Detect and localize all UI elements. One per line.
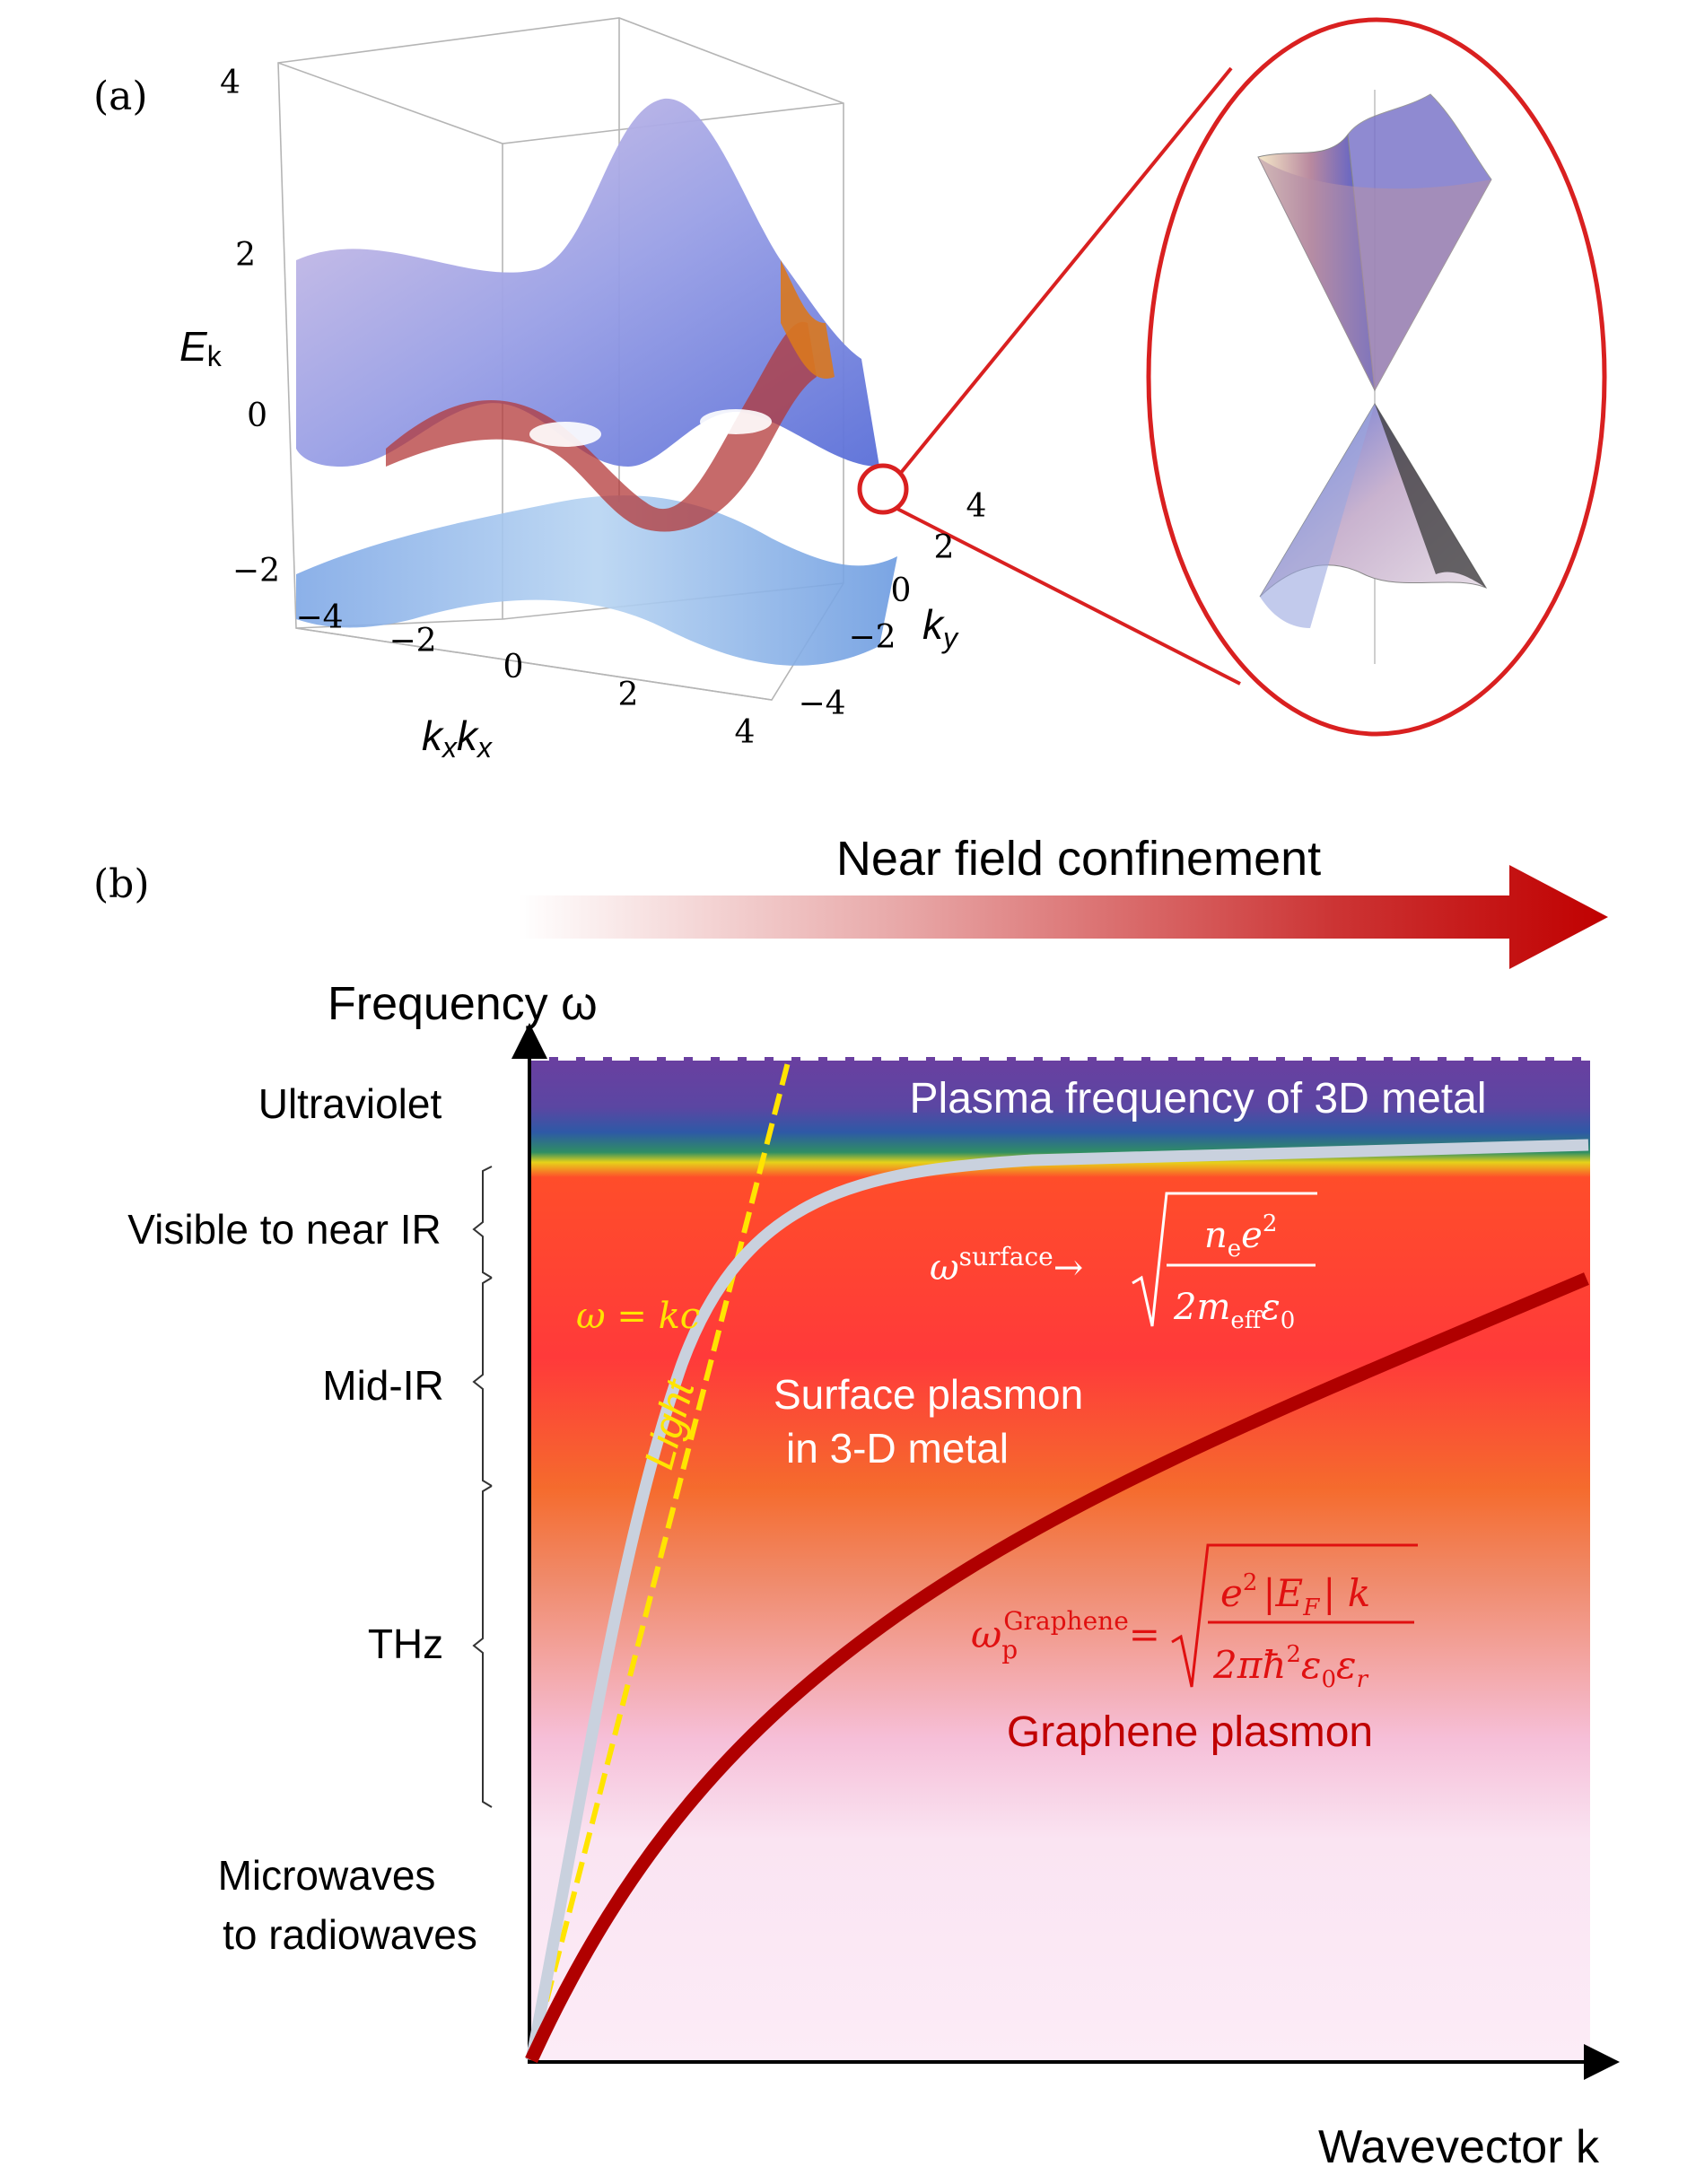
x-tick: 4 xyxy=(735,714,756,751)
x-tick: 2 xyxy=(618,677,639,713)
x-axis-label: kxkx xyxy=(422,712,493,764)
y-axis-title: Frequency ω xyxy=(328,978,598,1030)
band-braces xyxy=(472,1166,493,1808)
x-tick: −4 xyxy=(295,599,343,636)
graphene-plasmon-curve xyxy=(525,1272,1589,2064)
zoom-marker xyxy=(857,463,909,515)
y-tick: 2 xyxy=(934,529,955,566)
x-ticks: −4 −2 0 2 4 xyxy=(295,599,755,751)
z-tick: −2 xyxy=(232,553,280,590)
y-tick: 4 xyxy=(966,488,987,525)
x-tick: −2 xyxy=(389,623,436,660)
panel-b: (b) Near field confinement Plasma freque… xyxy=(93,832,1620,2173)
y-ticks: 4 2 0 −2 −4 xyxy=(798,488,986,722)
svg-text:ωsurface→: ωsurface→ xyxy=(930,1242,1083,1289)
graphene-equation: ωpGraphene= e2|EF| k 2πħ2ε0εr xyxy=(971,1543,1418,1693)
z-axis-label: Ek xyxy=(179,323,223,372)
spectrum-background xyxy=(531,1057,1590,2060)
light-line xyxy=(529,1058,791,2061)
y-tick: −4 xyxy=(798,686,845,722)
band-mid-ir: Mid-IR xyxy=(322,1362,443,1409)
x-tick: 0 xyxy=(503,649,524,686)
z-tick: 2 xyxy=(235,237,256,274)
dirac-cone-inset xyxy=(1146,17,1607,737)
y-axis-label: ky xyxy=(922,601,959,654)
plasma-frequency-label: Plasma frequency of 3D metal xyxy=(910,1075,1487,1123)
x-axis-title: Wavevector k xyxy=(1318,2121,1600,2173)
light-equation: ω = kc xyxy=(576,1296,700,1337)
band-microwaves: Microwaves xyxy=(218,1852,436,1899)
near-field-label: Near field confinement xyxy=(836,832,1321,886)
band-radiowaves: to radiowaves xyxy=(223,1911,477,1958)
z-tick: 0 xyxy=(247,397,267,434)
panel-a: (a) xyxy=(93,17,1607,764)
z-ticks: 4 2 0 −2 xyxy=(220,65,280,590)
surface-equation: ωsurface→ nee2 2meffε0 xyxy=(930,1192,1317,1334)
zoom-line-bottom xyxy=(895,506,1241,686)
near-field-arrow xyxy=(519,865,1608,969)
band-labels: Ultraviolet Visible to near IR Mid-IR TH… xyxy=(127,1080,477,1958)
y-tick: 0 xyxy=(891,572,912,609)
panel-a-label: (a) xyxy=(93,74,148,119)
zoom-line-top xyxy=(898,66,1233,476)
z-tick: 4 xyxy=(220,65,240,101)
y-tick: −2 xyxy=(848,619,896,656)
band-thz: THz xyxy=(368,1621,443,1667)
svg-text:2πħ2ε0εr: 2πħ2ε0εr xyxy=(1212,1641,1369,1693)
svg-text:e2|EF| k: e2|EF| k xyxy=(1220,1569,1370,1621)
band-visible: Visible to near IR xyxy=(127,1206,441,1253)
svg-text:2meffε0: 2meffε0 xyxy=(1173,1287,1295,1334)
band-ultraviolet: Ultraviolet xyxy=(258,1080,442,1127)
surface-plasmon-label-2: in 3-D metal xyxy=(786,1425,1009,1472)
svg-text:ωpGraphene=: ωpGraphene= xyxy=(971,1606,1160,1664)
surface-plasmon-label-1: Surface plasmon xyxy=(774,1371,1083,1418)
graphene-plasmon-label: Graphene plasmon xyxy=(1007,1708,1373,1756)
svg-text:nee2: nee2 xyxy=(1204,1210,1277,1262)
surface-plasmon-curve xyxy=(525,1139,1589,2062)
band-surface xyxy=(296,98,897,666)
panel-b-label: (b) xyxy=(93,861,150,907)
